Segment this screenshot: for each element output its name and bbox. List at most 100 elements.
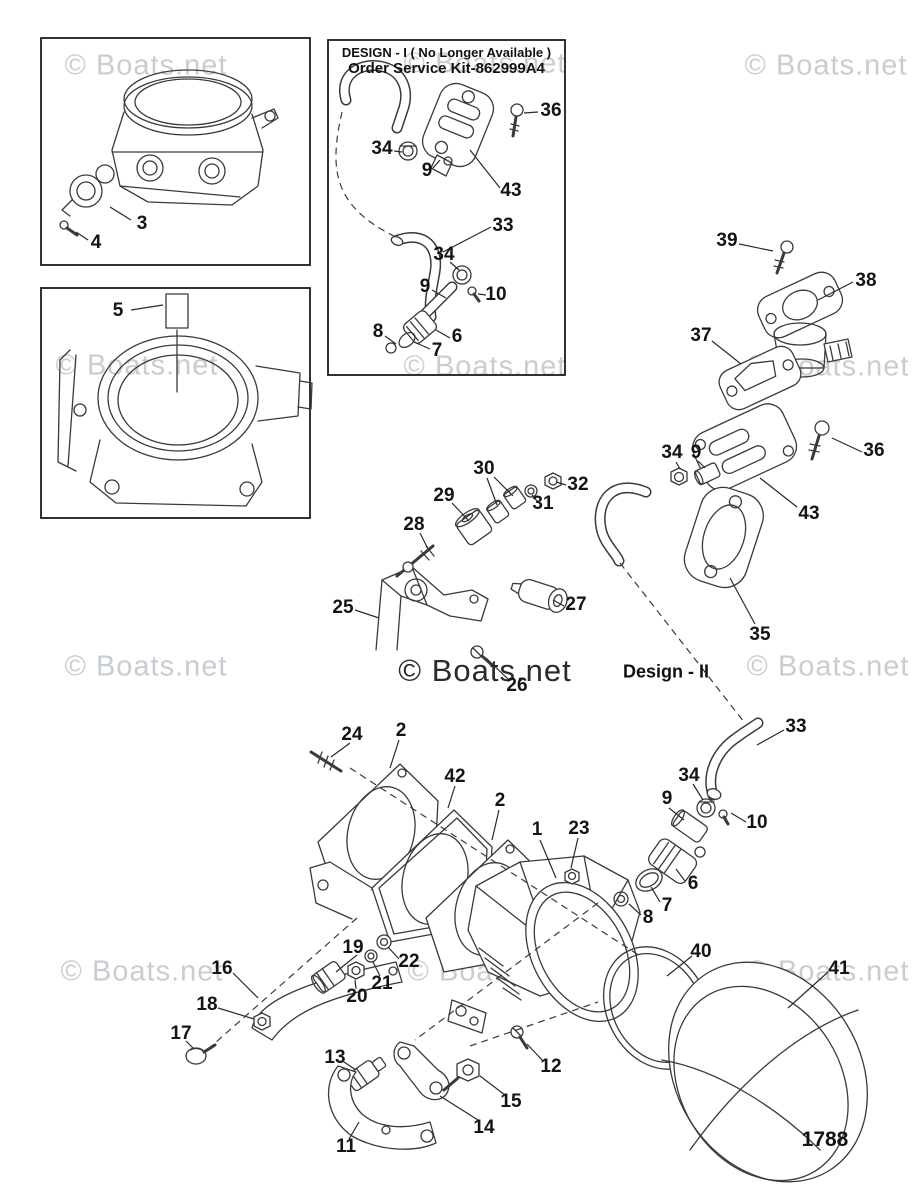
adapter-plate-43b [692, 403, 798, 491]
lever-14 [393, 1041, 450, 1101]
callout-9b: 9 [419, 276, 431, 297]
callout-36: 36 [540, 100, 562, 121]
callout-10: 10 [485, 284, 507, 305]
callout-21: 21 [371, 973, 393, 994]
callout-36b: 36 [863, 440, 885, 461]
callout-9: 9 [421, 160, 433, 181]
nut-34c [670, 467, 688, 486]
callout-24: 24 [341, 724, 363, 745]
flame-arrestor-41 [661, 961, 868, 1183]
iac-screw-39 [773, 240, 794, 275]
callout-18: 18 [196, 994, 218, 1015]
watermark: © Boats.net [403, 47, 567, 80]
hose-stub [594, 482, 652, 567]
callout-25: 25 [332, 597, 354, 618]
callout-2b: 2 [494, 790, 506, 811]
throttle-body-front-view [57, 293, 313, 507]
callout-2: 2 [395, 720, 407, 741]
design2-oring-7b [635, 868, 663, 892]
callout-22: 22 [398, 951, 420, 972]
design1-clamp-34b [452, 265, 472, 285]
callout-28: 28 [403, 514, 425, 535]
nut-18 [253, 1012, 271, 1031]
callout-19: 19 [342, 937, 364, 958]
design1-hose-upper [335, 60, 412, 239]
design2-hose-33 [705, 717, 764, 801]
design2-leaders [628, 729, 829, 1009]
callout-10b: 10 [746, 812, 768, 833]
callout-33b: 33 [785, 716, 807, 737]
watermark: © Boats.net [403, 350, 567, 383]
design1-header: DESIGN - I ( No Longer Available ) Order… [328, 45, 565, 77]
lower-leaders [330, 739, 579, 879]
callout-5: 5 [112, 300, 124, 321]
callout-43b: 43 [798, 503, 820, 524]
watermark: © Boats.net [64, 49, 228, 82]
spacer-9c [693, 462, 721, 486]
callout-8: 8 [372, 321, 384, 342]
diagram-page-number: 1788 [801, 1128, 849, 1151]
bushing-29 [454, 508, 493, 546]
throttle-body-top-view [59, 69, 279, 241]
design2-screw-10 [718, 809, 730, 826]
callout-11: 11 [335, 1136, 357, 1157]
design2-ring-8b [613, 891, 629, 907]
callout-38: 38 [855, 270, 877, 291]
screw-26 [470, 645, 494, 667]
screw-17 [185, 1043, 217, 1065]
bracket-25 [375, 566, 489, 651]
callout-34: 34 [371, 138, 393, 159]
iac-valve-38 [756, 271, 853, 378]
callout-33: 33 [492, 215, 514, 236]
design1-kit-number: Order Service Kit-862999A4 [348, 60, 545, 77]
throttle-body-1 [447, 855, 641, 1034]
nut-20 [347, 961, 365, 980]
watermark: © Boats.net [64, 650, 228, 683]
design1-elbow-9a [430, 154, 453, 177]
watermark: © Boats.net [60, 955, 224, 988]
callout-16: 16 [211, 958, 233, 979]
stud-24 [309, 750, 343, 773]
design1-screw-36 [509, 103, 524, 138]
design2-label: Design - II [622, 661, 710, 682]
callout-20: 20 [346, 986, 368, 1007]
fitting-13 [345, 1056, 387, 1092]
callout-34c: 34 [661, 442, 683, 463]
explode-axis-dashes [206, 562, 745, 1051]
callout-1: 1 [531, 819, 543, 840]
callout-32: 32 [567, 474, 589, 495]
callout-34d: 34 [678, 765, 700, 786]
callout-9d: 9 [661, 788, 673, 809]
watermark: © Boats.net [746, 650, 910, 683]
watermark: © Boats.net [744, 49, 908, 82]
callout-40: 40 [690, 941, 712, 962]
callout-4: 4 [90, 232, 102, 253]
callout-15: 15 [500, 1091, 522, 1112]
callout-43: 43 [500, 180, 522, 201]
design2-clamp-34d [696, 798, 716, 818]
callout-37: 37 [690, 325, 712, 346]
callout-17: 17 [170, 1023, 192, 1044]
callout-35: 35 [749, 624, 771, 645]
inset-box-frames [40, 37, 566, 519]
stud-28 [395, 544, 435, 578]
washer-22 [376, 934, 392, 950]
callout-7: 7 [431, 340, 443, 361]
bottom-leaders [185, 946, 544, 1140]
callout-13: 13 [324, 1047, 346, 1068]
design1-leaders [384, 111, 539, 350]
tps-screw [59, 220, 79, 237]
callout-12: 12 [540, 1056, 562, 1077]
nut-23 [564, 868, 580, 885]
callout-42: 42 [444, 766, 466, 787]
gasket-35 [683, 486, 764, 589]
middle-leaders [354, 476, 567, 680]
watermark-dark: © Boats.net [398, 653, 572, 688]
callout-6: 6 [451, 326, 463, 347]
callout-31: 31 [532, 493, 554, 514]
callout-9c: 9 [690, 442, 702, 463]
callout-34b: 34 [433, 244, 455, 265]
callout-41: 41 [828, 958, 850, 979]
